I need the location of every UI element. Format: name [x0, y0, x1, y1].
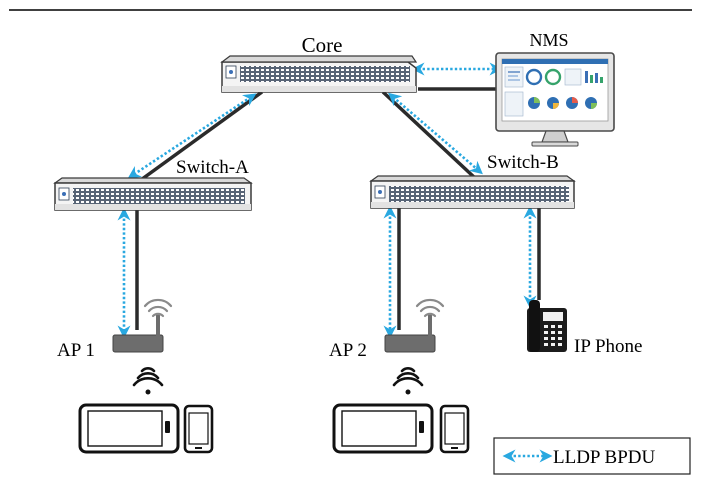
wireless-signal-icon-1 — [132, 367, 164, 387]
lldp-exchanges — [117, 62, 537, 339]
ap1-wifi-icon — [143, 298, 173, 318]
switch-b — [369, 175, 576, 209]
core-label: Core — [302, 33, 343, 57]
wireless-signal-dot-2 — [405, 389, 411, 395]
legend-label: LLDP BPDU — [553, 447, 656, 468]
switch-a-label: Switch-A — [176, 157, 249, 178]
ap2-device — [384, 315, 436, 353]
core-switch — [220, 55, 418, 93]
ip-phone-label: IP Phone — [574, 336, 642, 357]
nms-label: NMS — [529, 30, 568, 50]
legend: LLDP BPDU — [493, 437, 691, 475]
switch-a — [53, 177, 253, 211]
ap1-label: AP 1 — [57, 340, 95, 361]
tablet-icon-1 — [78, 403, 180, 454]
lldp-core-switch-a — [127, 93, 257, 179]
link-core-switch-b — [381, 90, 477, 180]
ap2-label: AP 2 — [329, 340, 367, 361]
ip-phone-icon — [527, 300, 567, 352]
switch-b-label: Switch-B — [487, 152, 559, 173]
smartphone-icon-1 — [183, 404, 214, 454]
ap1-device — [112, 315, 164, 353]
wireless-signal-dot-1 — [145, 389, 151, 395]
nms-monitor — [495, 52, 615, 147]
ap2-wifi-icon — [415, 298, 445, 318]
wireless-signal-icon-2 — [392, 367, 424, 387]
lldp-core-switch-b — [388, 92, 483, 175]
tablet-icon-2 — [332, 403, 434, 454]
smartphone-icon-2 — [439, 404, 470, 454]
